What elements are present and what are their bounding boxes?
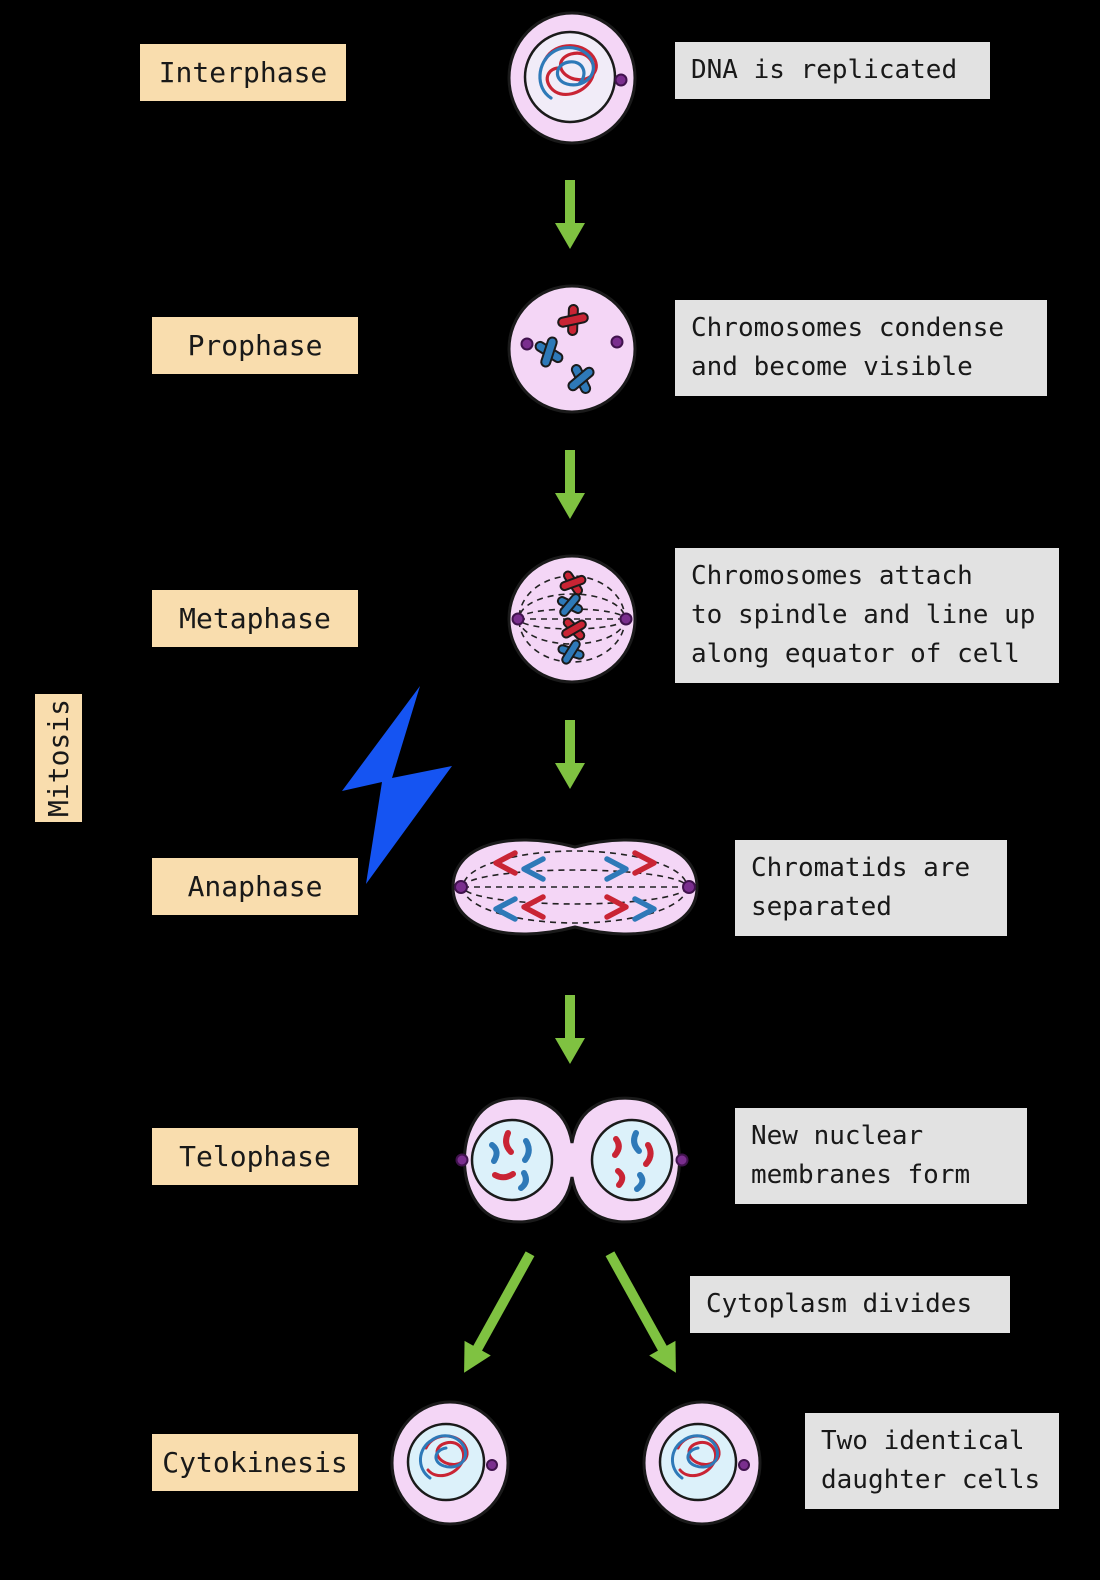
stage-label-anaphase: Anaphase: [152, 858, 358, 915]
centrosome-icon: [619, 612, 633, 626]
centrosome-icon: [486, 1459, 498, 1471]
description-cytoplasm-divides: Cytoplasm divides: [690, 1276, 1010, 1333]
description-line: to spindle and line up: [691, 600, 1036, 630]
centrosome-icon: [511, 612, 525, 626]
interphase-cell-illustration: [507, 11, 637, 145]
nucleus: [590, 1118, 674, 1202]
metaphase-cell-illustration: [507, 554, 637, 684]
description-daughter-cells: Two identical daughter cells: [805, 1413, 1059, 1509]
description-line: Two identical: [821, 1426, 1025, 1456]
diverging-arrow-right-icon: [605, 1251, 676, 1373]
description-chromatids-separated: Chromatids are separated: [735, 840, 1007, 936]
chromosome-icon: [561, 617, 587, 641]
stage-label-cytokinesis: Cytokinesis: [152, 1434, 358, 1491]
diverging-arrow-left-icon: [464, 1251, 535, 1373]
telophase-cell-illustration: [455, 1096, 689, 1224]
daughter-cell-right-illustration: [642, 1400, 762, 1526]
chromosome-icon: [556, 593, 584, 617]
centrosome-icon: [675, 1153, 689, 1167]
nucleus: [470, 1118, 554, 1202]
arrow-down-icon: [555, 995, 585, 1064]
description-line: Chromatids are: [751, 853, 971, 883]
description-line: Cytoplasm divides: [706, 1289, 973, 1319]
description-line: membranes form: [751, 1160, 971, 1190]
stage-label-prophase: Prophase: [152, 317, 358, 374]
stage-label-telophase: Telophase: [152, 1128, 358, 1185]
description-line: separated: [751, 892, 892, 922]
prophase-cell-illustration: [507, 284, 637, 414]
chromatids-icon: [493, 850, 657, 922]
mitosis-side-label: Mitosis: [35, 694, 82, 822]
stage-label-interphase: Interphase: [140, 44, 346, 101]
chromosome-icon: [559, 570, 587, 596]
description-line: and become visible: [691, 352, 973, 382]
chromosome-icon: [557, 304, 589, 336]
chromatin-blue-icon: [671, 1434, 719, 1480]
cell-membrane: [507, 284, 637, 414]
description-chromosomes-condense: Chromosomes condense and become visible: [675, 300, 1047, 396]
centrosome-icon: [738, 1459, 750, 1471]
anaphase-cell-illustration: [451, 838, 699, 936]
description-line: daughter cells: [821, 1465, 1041, 1495]
description-nuclear-membranes: New nuclear membranes form: [735, 1108, 1027, 1204]
chromatin-blue-icon: [538, 46, 595, 100]
chromatin-blue-icon: [419, 1434, 467, 1480]
chromosomes-icon: [489, 1130, 654, 1192]
arrow-down-icon: [555, 450, 585, 519]
chromosome-icon: [534, 336, 564, 368]
centrosome-icon: [614, 73, 628, 87]
centrosome-icon: [455, 1153, 469, 1167]
description-line: New nuclear: [751, 1121, 924, 1151]
description-line: Chromosomes condense: [691, 313, 1005, 343]
centrosome-icon: [454, 880, 468, 894]
lightning-bolt-icon: [342, 686, 452, 884]
description-dna-replicated: DNA is replicated: [675, 42, 990, 99]
centrosome-icon: [610, 335, 624, 349]
centrosome-icon: [520, 337, 534, 351]
daughter-cell-left-illustration: [390, 1400, 510, 1526]
chromosome-icon: [567, 364, 595, 394]
description-line: Chromosomes attach: [691, 561, 973, 591]
cell-membrane: [507, 554, 637, 684]
chromosome-icon: [557, 639, 585, 665]
description-line: DNA is replicated: [691, 55, 958, 85]
stage-label-metaphase: Metaphase: [152, 590, 358, 647]
description-line: along equator of cell: [691, 639, 1020, 669]
arrow-down-icon: [555, 720, 585, 789]
description-chromosomes-attach: Chromosomes attach to spindle and line u…: [675, 548, 1059, 683]
chromatin-red-icon: [543, 44, 598, 97]
arrow-down-icon: [555, 180, 585, 249]
centrosome-icon: [682, 880, 696, 894]
